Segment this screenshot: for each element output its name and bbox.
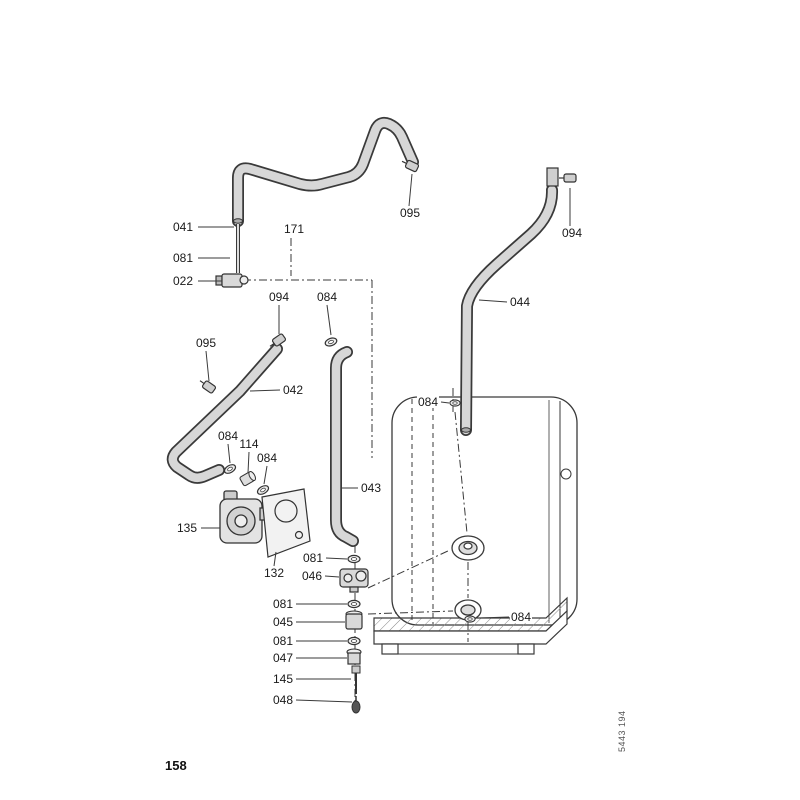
pipe-041 xyxy=(232,116,419,227)
parts-stack xyxy=(339,568,369,714)
part-044-top xyxy=(546,167,559,187)
leader-lines xyxy=(198,173,571,703)
bracket-132 xyxy=(261,488,311,558)
clips-and-rings xyxy=(197,157,577,646)
pipe-043 xyxy=(330,346,359,547)
pipe-042 xyxy=(166,343,283,484)
tank-fittings xyxy=(451,535,485,621)
pipe-044 xyxy=(460,184,559,436)
page-number: 158 xyxy=(165,758,187,773)
valve-135 xyxy=(219,490,270,544)
document-code: 5443 194 xyxy=(617,710,627,752)
tank-outline xyxy=(391,396,578,626)
